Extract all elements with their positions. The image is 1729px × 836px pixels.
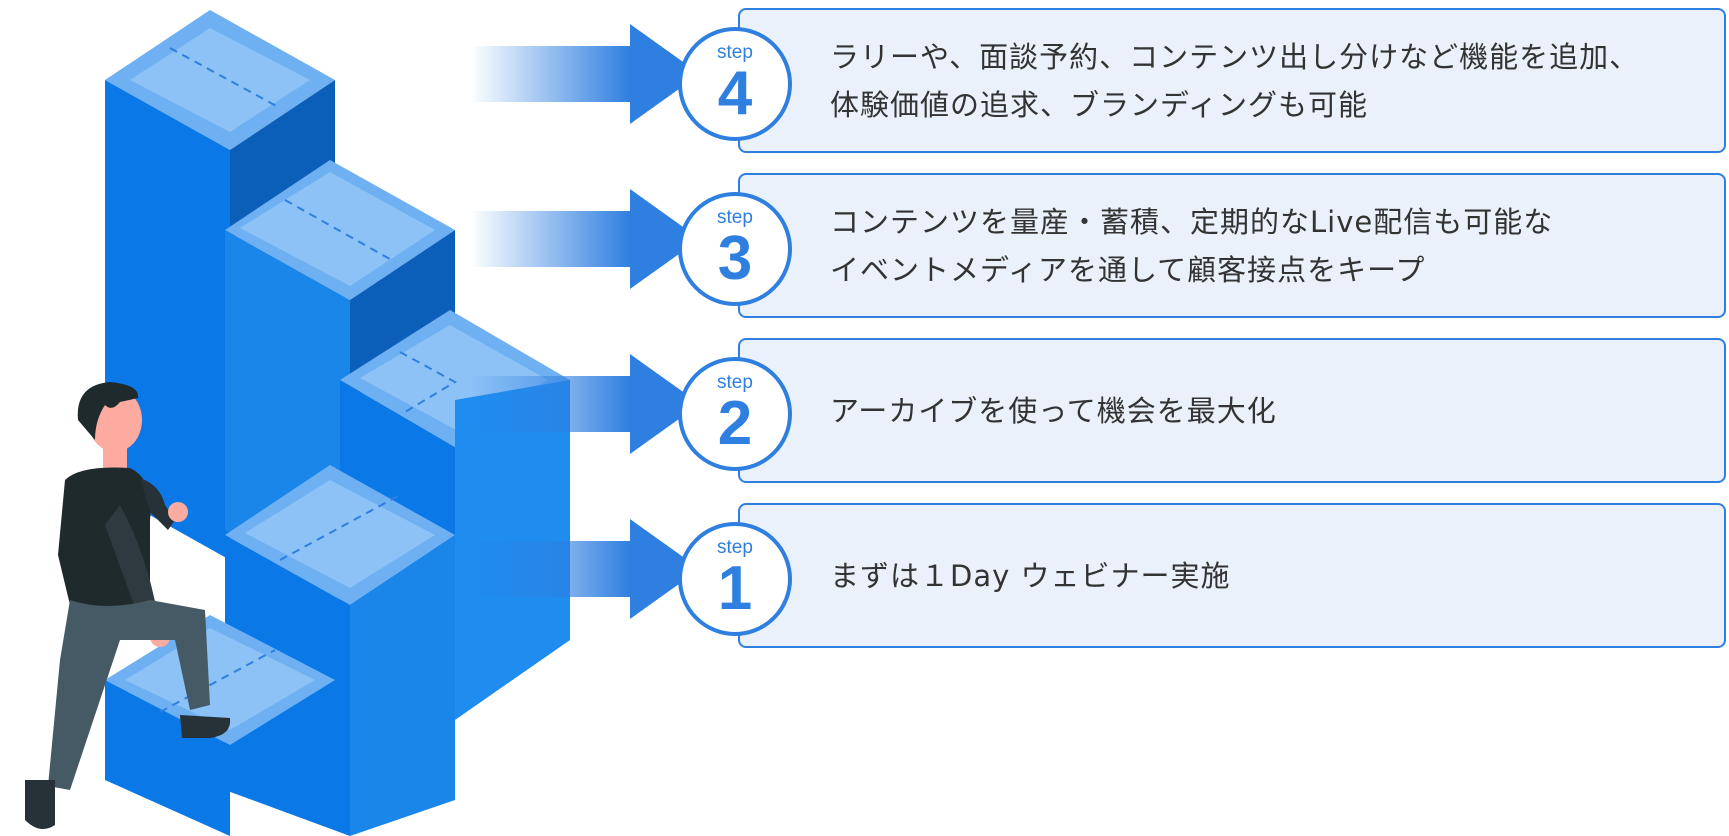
step-number: 3 — [717, 224, 753, 293]
arrow-right-icon — [470, 354, 700, 454]
step-row-2: アーカイブを使って機会を最大化 step 2 — [0, 330, 1729, 483]
step-number: 4 — [717, 59, 753, 128]
step-box-3: コンテンツを量産・蓄積、定期的なLive配信も可能な イベントメディアを通して顧… — [738, 173, 1726, 318]
step-description-2: アーカイブを使って機会を最大化 — [830, 393, 1277, 428]
step-description-4: ラリーや、面談予約、コンテンツ出し分けなど機能を追加、 体験価値の追求、ブランデ… — [830, 39, 1640, 122]
arrow-right-icon — [470, 189, 700, 289]
step-label: step — [717, 207, 753, 228]
step-row-4: ラリーや、面談予約、コンテンツ出し分けなど機能を追加、 体験価値の追求、ブランデ… — [0, 0, 1729, 153]
step-description-3: コンテンツを量産・蓄積、定期的なLive配信も可能な イベントメディアを通して顧… — [830, 204, 1554, 287]
person-climbing — [25, 382, 231, 829]
step-box-2: アーカイブを使って機会を最大化 — [738, 338, 1726, 483]
step-box-4: ラリーや、面談予約、コンテンツ出し分けなど機能を追加、 体験価値の追求、ブランデ… — [738, 8, 1726, 153]
step-label: step — [717, 372, 753, 393]
arrow-right-icon — [470, 519, 700, 619]
step-box-1: まずは１Day ウェビナー実施 — [738, 503, 1726, 648]
step-label: step — [717, 42, 753, 63]
step-row-3: コンテンツを量産・蓄積、定期的なLive配信も可能な イベントメディアを通して顧… — [0, 165, 1729, 318]
step-badge-3: step 3 — [678, 192, 792, 306]
arrow-right-icon — [470, 24, 700, 124]
step-label: step — [717, 537, 753, 558]
step-badge-1: step 1 — [678, 522, 792, 636]
step-row-1: まずは１Day ウェビナー実施 step 1 — [0, 495, 1729, 648]
step-number: 1 — [717, 554, 753, 623]
step-description-1: まずは１Day ウェビナー実施 — [830, 558, 1231, 593]
step-badge-2: step 2 — [678, 357, 792, 471]
step-number: 2 — [717, 389, 753, 458]
step-badge-4: step 4 — [678, 27, 792, 141]
